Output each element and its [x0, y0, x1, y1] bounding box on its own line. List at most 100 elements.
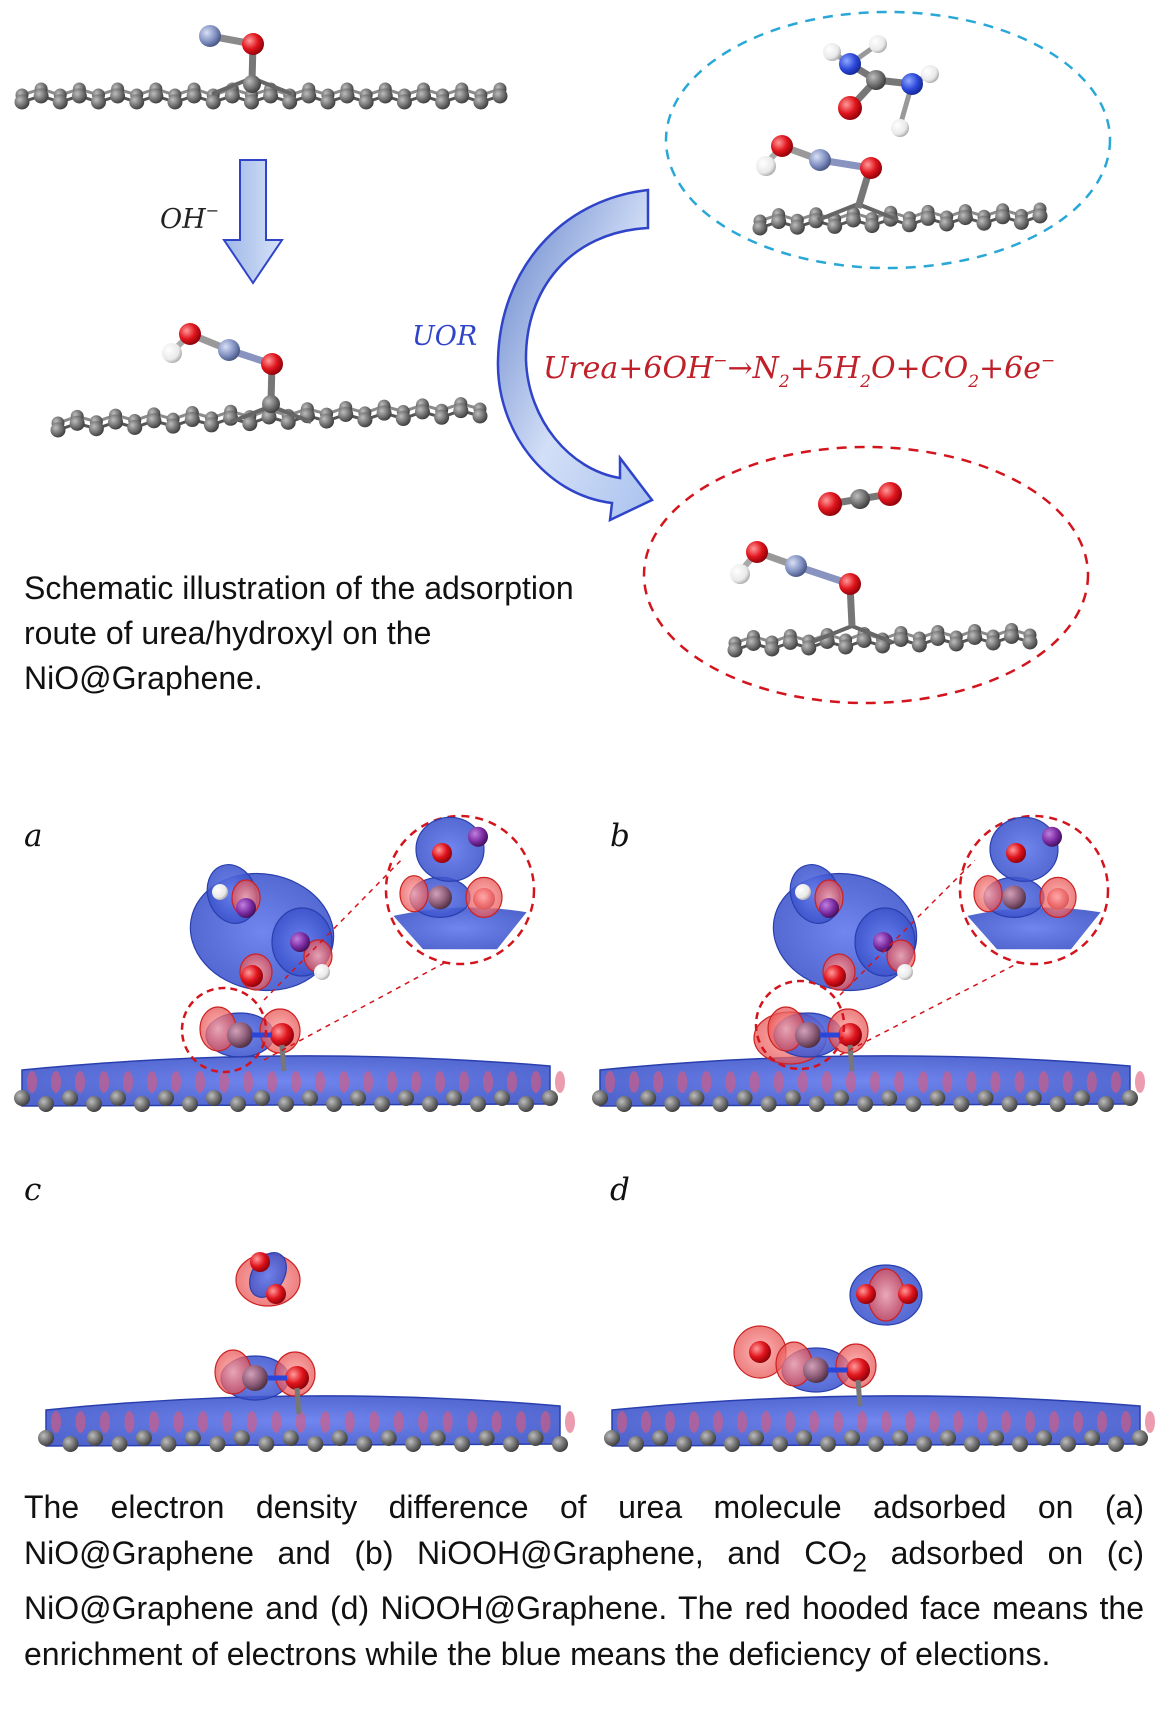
- carbon-atom: [929, 1090, 946, 1106]
- carbon-atom: [985, 635, 1001, 651]
- atom: [856, 1284, 876, 1304]
- carbon-atom: [414, 404, 430, 420]
- carbon-atom: [446, 1090, 462, 1106]
- carbon-atom: [88, 421, 104, 437]
- carbon-atom: [700, 1430, 716, 1446]
- carbon-atom: [127, 419, 143, 435]
- carbon-atom: [209, 1436, 226, 1452]
- carbon-atom: [844, 1430, 860, 1446]
- carbon-atom: [282, 1430, 299, 1446]
- carbon-atom: [868, 1436, 884, 1452]
- carbon-atom: [167, 94, 183, 110]
- red-isosurface: [147, 1071, 157, 1093]
- red-isosurface: [894, 1071, 905, 1093]
- carbon-atom: [964, 1436, 980, 1452]
- carbon-atom: [796, 1430, 812, 1446]
- panel-label-d: d: [610, 1172, 630, 1208]
- red-isosurface: [617, 1411, 627, 1433]
- carbon-atom: [470, 1096, 486, 1112]
- carbon-atom: [435, 94, 451, 110]
- carbon-atom: [33, 88, 49, 104]
- red-isosurface: [737, 1411, 747, 1433]
- carbon-atom: [302, 1090, 318, 1106]
- carbon-atom: [135, 1430, 152, 1446]
- red-isosurface: [990, 1071, 1001, 1093]
- carbon-atom: [148, 88, 164, 104]
- carbon-atom: [905, 1096, 922, 1112]
- atom: [1042, 826, 1062, 847]
- red-isosurface: [246, 1411, 257, 1433]
- carbon-atom: [108, 414, 124, 430]
- atom: [824, 965, 846, 987]
- red-isosurface: [1110, 1071, 1121, 1093]
- carbon-atom: [454, 1436, 471, 1452]
- red-isosurface: [629, 1071, 640, 1093]
- carbon-atom: [542, 1090, 558, 1106]
- carbon-atom: [473, 94, 489, 110]
- carbon-atom: [772, 1436, 788, 1452]
- atom: [428, 885, 452, 910]
- carbon-atom: [988, 1430, 1004, 1446]
- red-isosurface: [1073, 1411, 1083, 1433]
- carbon-atom: [1084, 1430, 1100, 1446]
- carbon-atom: [158, 1090, 174, 1106]
- red-isosurface: [809, 1411, 819, 1433]
- carbon-atom: [676, 1436, 692, 1452]
- carbon-atom: [760, 1096, 777, 1112]
- panel-label-b: b: [610, 818, 630, 854]
- red-isosurface: [857, 1411, 867, 1433]
- atom: [241, 965, 263, 987]
- red-isosurface: [197, 1411, 208, 1433]
- red-isosurface: [555, 1071, 565, 1093]
- highlight-circle: [754, 979, 846, 1071]
- atom: [468, 826, 488, 847]
- urea-adsorption-ellipse: [664, 10, 1112, 270]
- carbon-atom: [224, 88, 240, 104]
- red-isosurface: [1001, 1411, 1011, 1433]
- carbon-atom: [429, 1430, 446, 1446]
- red-isosurface: [641, 1411, 651, 1433]
- carbon-atom: [892, 1430, 908, 1446]
- carbon-atom: [338, 406, 354, 422]
- carbon-atom: [930, 631, 946, 646]
- carbon-atom: [14, 94, 30, 110]
- nio-molecule-1: [199, 25, 264, 93]
- red-isosurface: [99, 1411, 110, 1433]
- panel-label-c: c: [24, 1172, 41, 1208]
- atom: [803, 1357, 829, 1383]
- carbon-atom: [808, 1096, 825, 1112]
- carbon-atom: [920, 210, 936, 226]
- carbon-atom: [652, 1430, 668, 1446]
- red-isosurface: [483, 1071, 493, 1093]
- atom: [270, 1023, 294, 1047]
- carbon-atom: [948, 636, 964, 652]
- red-isosurface: [344, 1411, 355, 1433]
- carbon-atom: [977, 1090, 994, 1106]
- red-isosurface: [222, 1411, 233, 1433]
- carbon-atom: [358, 94, 374, 110]
- carbon-atom: [356, 1436, 373, 1452]
- carbon-atom: [832, 1090, 849, 1106]
- carbon-atom: [416, 88, 432, 104]
- atom: [873, 932, 893, 952]
- blue-isosurface: [599, 1055, 1131, 1107]
- carbon-atom: [307, 1436, 324, 1452]
- carbon-atom: [976, 215, 992, 231]
- atom: [227, 1022, 253, 1048]
- red-isosurface: [973, 875, 1003, 913]
- carbon-atom: [86, 1430, 103, 1446]
- red-isosurface: [1135, 1071, 1145, 1093]
- carbon-atom: [727, 642, 743, 658]
- carbon-atom: [901, 217, 917, 233]
- atom: [236, 898, 256, 918]
- carbon-atom: [206, 1090, 222, 1106]
- carbon-atom: [592, 1090, 608, 1106]
- carbon-atom: [492, 88, 508, 104]
- carbon-atom: [282, 94, 298, 110]
- red-isosurface: [749, 1071, 760, 1093]
- scheme-caption: Schematic illustration of the adsorption…: [24, 570, 574, 696]
- red-isosurface: [833, 1411, 843, 1433]
- carbon-atom: [398, 1090, 414, 1106]
- carbon-atom: [911, 637, 927, 653]
- atom: [838, 1023, 862, 1047]
